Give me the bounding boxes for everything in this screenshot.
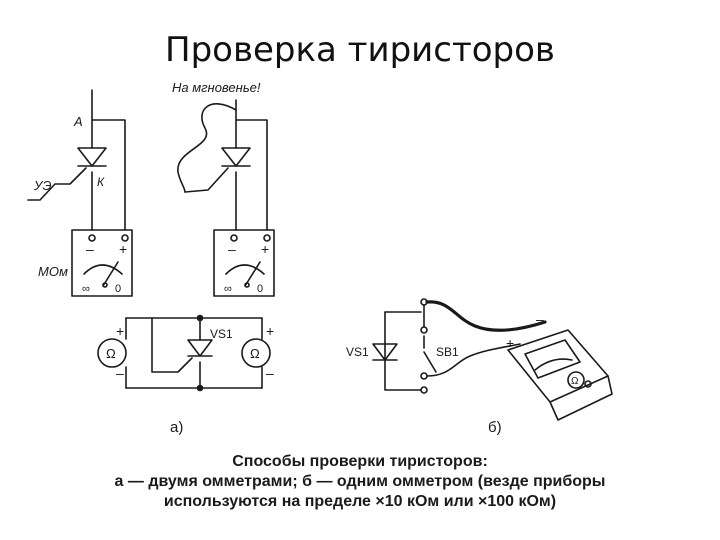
ohmmeter-a-left: [97, 338, 127, 368]
ohmmeter-a-right: [241, 338, 271, 368]
ohmmeter-2: [213, 229, 275, 297]
upper-circuit-1: [27, 89, 133, 297]
vs1-symbol: [187, 339, 213, 357]
device-minus-label: –: [536, 311, 544, 327]
page-title: Проверка тиристоров: [165, 30, 555, 70]
cathode-label: К: [97, 175, 105, 189]
anode-label: А: [73, 114, 83, 129]
control-electrode-label: УЭ: [33, 178, 51, 193]
circuit-a: [97, 314, 271, 392]
meter2-plus-label: +: [261, 241, 269, 257]
note-label: На мгновенье!: [172, 80, 261, 95]
caption-line-3: используются на пределе ×10 кОм или ×100…: [163, 493, 557, 510]
meter2-zero-label: 0: [257, 283, 263, 295]
meter-a-right-plus: +: [266, 323, 274, 339]
meter2-minus-label: –: [228, 241, 236, 257]
meter1-zero-label: 0: [115, 283, 121, 295]
caption-line-2: а — двумя омметрами; б — одним омметром …: [114, 473, 606, 490]
meter-a-left-plus: +: [116, 323, 124, 339]
meter1-infinity-label: ∞: [82, 283, 90, 295]
upper-circuit-2: [177, 99, 275, 297]
ohmmeter-1: [71, 229, 133, 297]
subfigure-a-label: а): [170, 419, 183, 436]
ohmmeter-device: [507, 329, 609, 403]
meter-a-right-ohm: Ω: [250, 346, 260, 361]
device-ohm-label: Ω: [571, 376, 579, 387]
meter1-minus-label: –: [86, 241, 94, 257]
meter1-plus-label: +: [119, 241, 127, 257]
vs1-label-a: VS1: [210, 327, 233, 341]
vs1-label-b: VS1: [346, 345, 369, 359]
meter-a-right-minus: –: [266, 365, 274, 381]
meter-a-left-ohm: Ω: [106, 346, 116, 361]
thyristor-symbol-2: [221, 147, 251, 167]
sb1-switch: [423, 351, 437, 373]
sb1-label: SB1: [436, 345, 459, 359]
thyristor-symbol: [77, 147, 107, 167]
meter-a-left-minus: –: [116, 365, 124, 381]
vs1-symbol-b: [372, 343, 398, 361]
circuit-b: [372, 298, 613, 421]
meter2-infinity-label: ∞: [224, 283, 232, 295]
subfigure-b-label: б): [488, 419, 502, 436]
caption-line-1: Способы проверки тиристоров:: [232, 453, 488, 470]
megohm-label: МОм: [38, 264, 68, 279]
device-plus-label: +: [506, 335, 514, 351]
